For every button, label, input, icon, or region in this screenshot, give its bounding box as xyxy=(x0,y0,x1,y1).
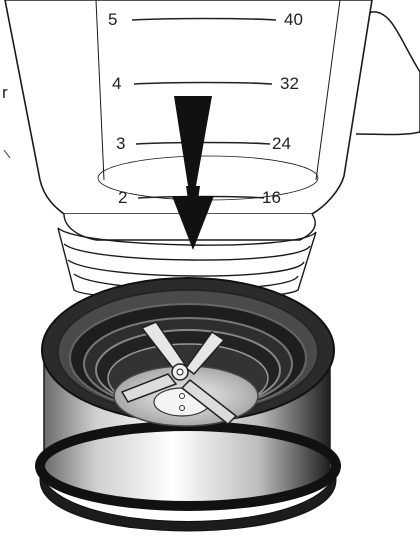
blade-wing xyxy=(180,379,238,425)
blade-nut-center xyxy=(176,368,184,376)
blade-wing xyxy=(120,373,178,403)
scale-mark-left: 2 xyxy=(118,188,127,207)
hub-rivet xyxy=(179,405,185,411)
scale-mark-right: 16 xyxy=(262,188,281,207)
stray-tick xyxy=(3,149,11,159)
scale-mark-right: 40 xyxy=(284,10,303,29)
blade-set xyxy=(120,321,238,425)
hub-rivet xyxy=(179,393,185,399)
blender-jar: 5 4 3 2 40 32 24 16 r xyxy=(2,0,420,300)
scale-mark-right: 24 xyxy=(272,134,291,153)
scale-mark-right: 32 xyxy=(280,74,299,93)
jar-inner-wall-left xyxy=(95,0,105,181)
scale-mark-left: 5 xyxy=(108,10,117,29)
jar-scale-right: 40 32 24 16 xyxy=(262,10,303,207)
scale-mark-left: 3 xyxy=(116,134,125,153)
jar-scale-left: 5 4 3 2 xyxy=(108,10,127,207)
blade-wing xyxy=(184,330,226,376)
stray-label: r xyxy=(2,83,8,102)
blade-base-assembly xyxy=(35,277,341,532)
jar-inner-wall-right xyxy=(315,0,341,181)
down-arrow-icon xyxy=(172,96,214,250)
scale-mark-left: 4 xyxy=(112,74,121,93)
